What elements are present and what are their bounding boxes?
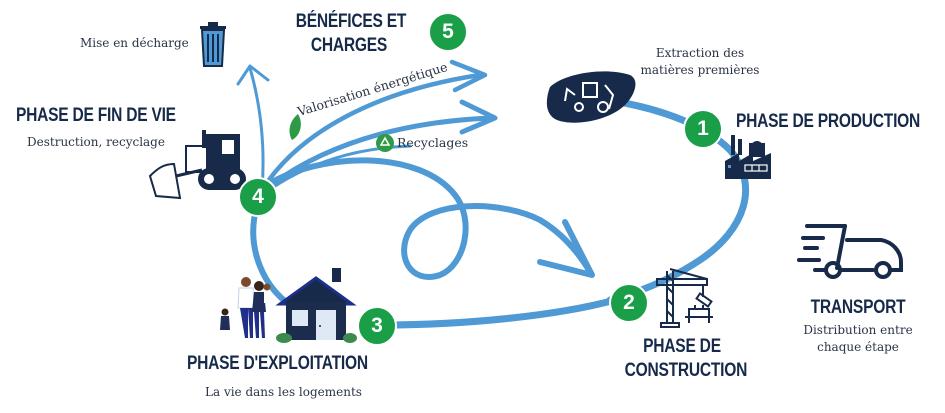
step-badge-3: 3 <box>357 306 397 346</box>
arrow-landfill <box>248 66 265 192</box>
house-family-icon <box>220 268 357 343</box>
exploitation-phase-title: PHASE D'EXPLOITATION <box>187 353 368 374</box>
construction-title-line2: CONSTRUCTION <box>624 360 748 381</box>
landfill-label: Mise en décharge <box>80 36 189 50</box>
step-badge-1: 1 <box>683 109 723 149</box>
benefits-title-line1: BÉNÉFICES ET <box>295 11 407 32</box>
extraction-caption-line1: Extraction des <box>655 46 745 60</box>
recycling-label: Recyclages <box>397 135 469 150</box>
extraction-caption: Extraction des matières premières <box>610 45 790 79</box>
cycle-arrow-construction-to-exploitation <box>376 296 619 329</box>
production-phase-title: PHASE DE PRODUCTION <box>736 111 921 132</box>
delivery-truck-icon <box>797 224 903 279</box>
exploitation-caption: La vie dans les logements <box>205 385 362 399</box>
step-badge-5: 5 <box>428 12 468 52</box>
crane-icon <box>656 268 713 328</box>
bulldozer-icon <box>148 130 246 200</box>
arrowhead-to-construction <box>537 219 595 278</box>
step-badge-2: 2 <box>609 283 649 323</box>
benefits-title-line2: CHARGES <box>310 35 388 56</box>
extraction-caption-line2: matières premières <box>640 63 760 77</box>
transport-title: TRANSPORT <box>810 297 906 318</box>
factory-icon <box>725 135 771 179</box>
arrowhead-recycling <box>459 99 498 135</box>
recycle-icon <box>376 134 394 152</box>
excavator-icon <box>546 71 636 123</box>
benefits-title: BÉNÉFICES ET CHARGES <box>295 10 407 58</box>
construction-phase-title: PHASE DE CONSTRUCTION <box>624 335 748 383</box>
end-of-life-caption: Destruction, recyclage <box>27 135 165 149</box>
arrow-recycling <box>259 115 493 195</box>
leaf-icon <box>289 114 301 140</box>
arrowhead-energy <box>449 59 488 93</box>
cycle-arrow-endoflife-loop <box>259 157 593 280</box>
transport-caption-line2: chaque étape <box>817 340 899 354</box>
construction-title-line1: PHASE DE <box>643 336 721 357</box>
arrow-energy <box>259 72 483 193</box>
step-badge-4: 4 <box>238 177 278 217</box>
trash-bin-icon <box>200 22 226 67</box>
transport-caption-line1: Distribution entre <box>803 323 913 337</box>
end-of-life-phase-title: PHASE DE FIN DE VIE <box>16 105 176 126</box>
arrowhead-landfill <box>236 64 270 86</box>
transport-caption: Distribution entre chaque étape <box>783 322 933 356</box>
